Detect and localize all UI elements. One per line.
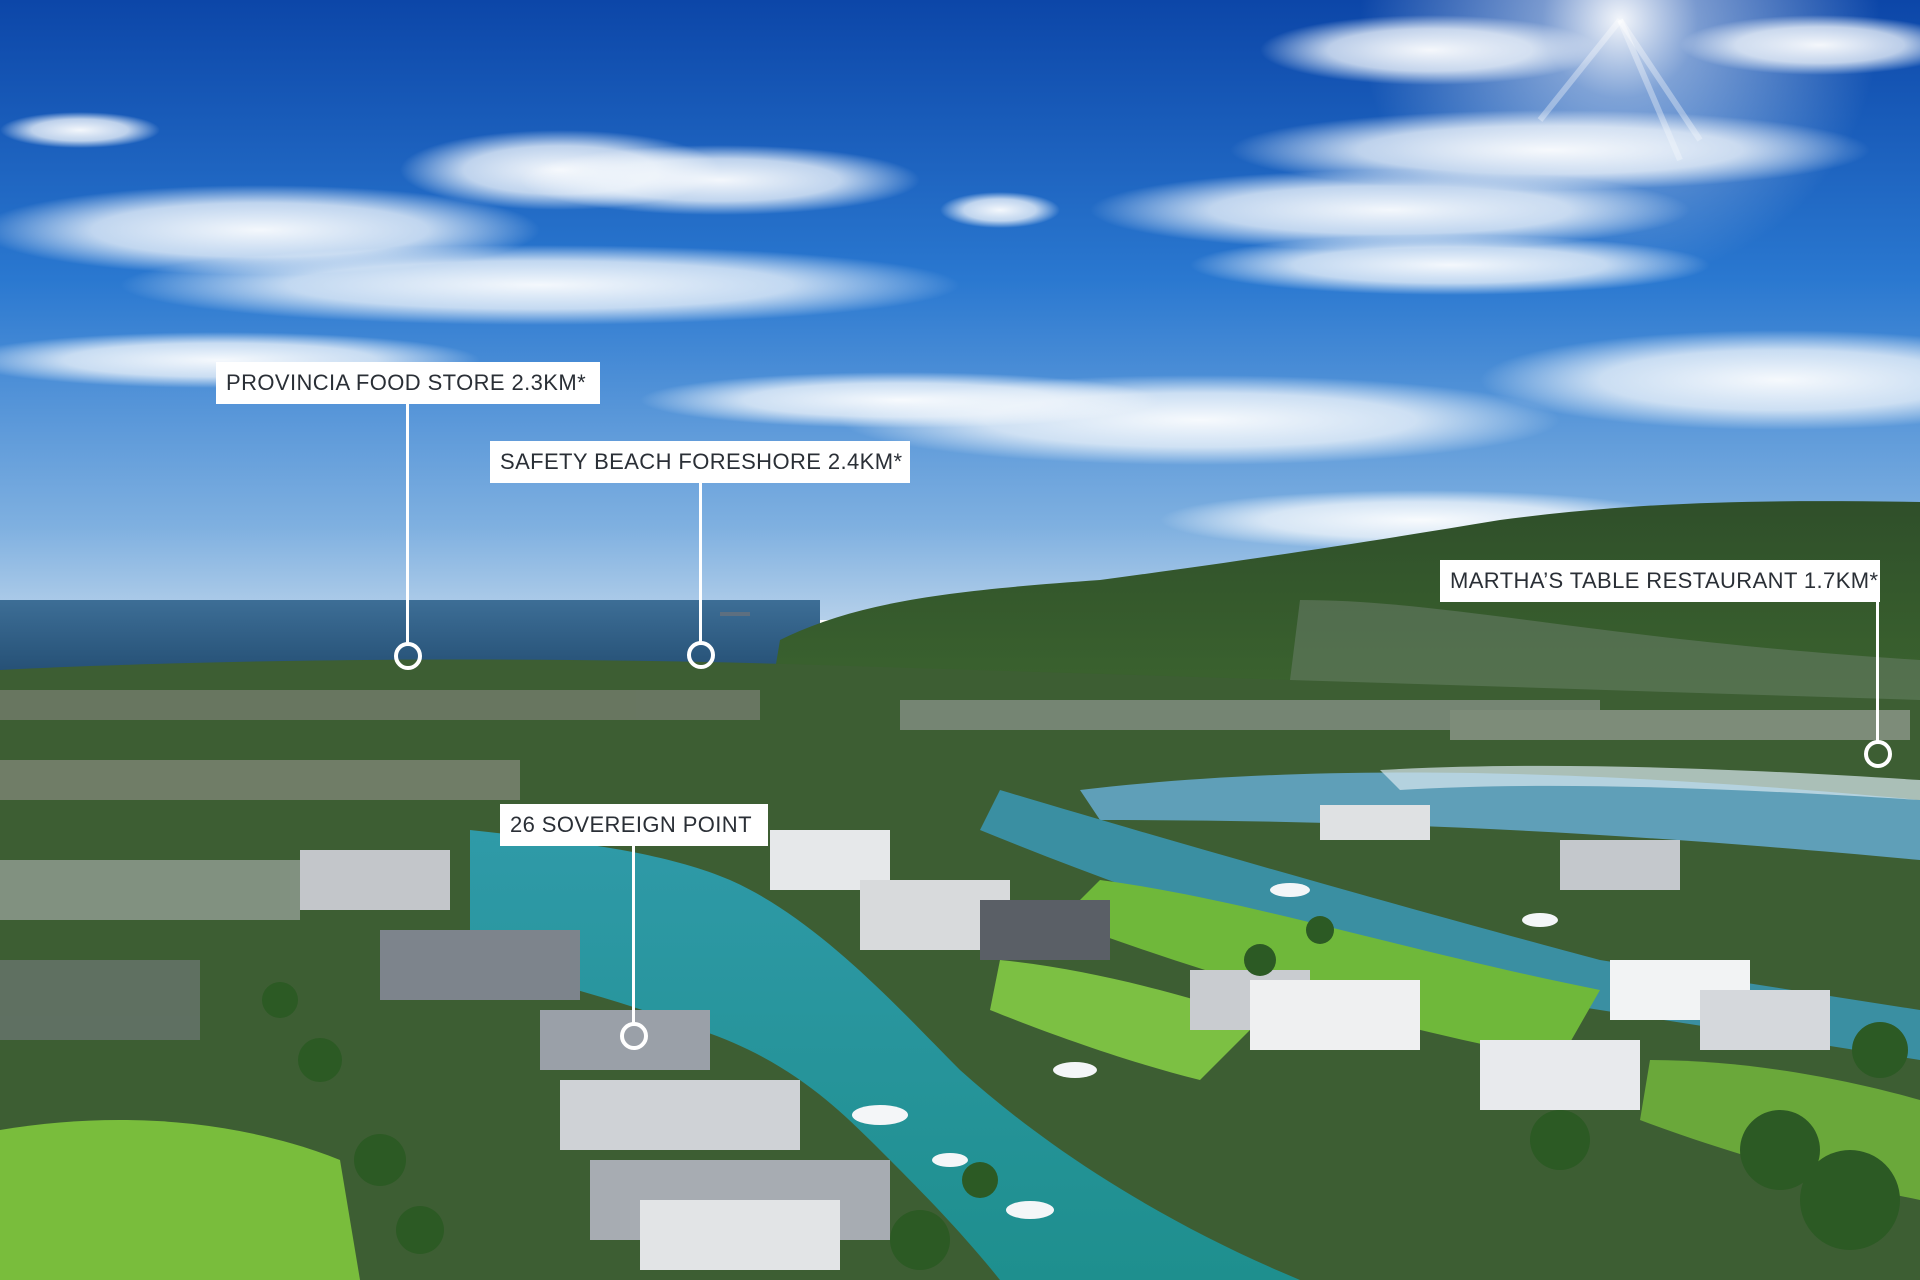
location-ring-icon [1864,740,1892,768]
callout-stem-line [406,404,409,644]
location-ring-icon [620,1022,648,1050]
callout-stem-line [1876,602,1879,742]
callout-label: SAFETY BEACH FORESHORE 2.4KM* [490,441,910,483]
callout-label: 26 SOVEREIGN POINT [500,804,768,846]
location-ring-icon [394,642,422,670]
callout-label: MARTHA’S TABLE RESTAURANT 1.7KM* [1440,560,1880,602]
callout-stem-line [632,846,635,1024]
clouds [0,15,1920,550]
location-ring-icon [687,641,715,669]
callout-label: PROVINCIA FOOD STORE 2.3KM* [216,362,600,404]
callout-stem-line [699,483,702,643]
